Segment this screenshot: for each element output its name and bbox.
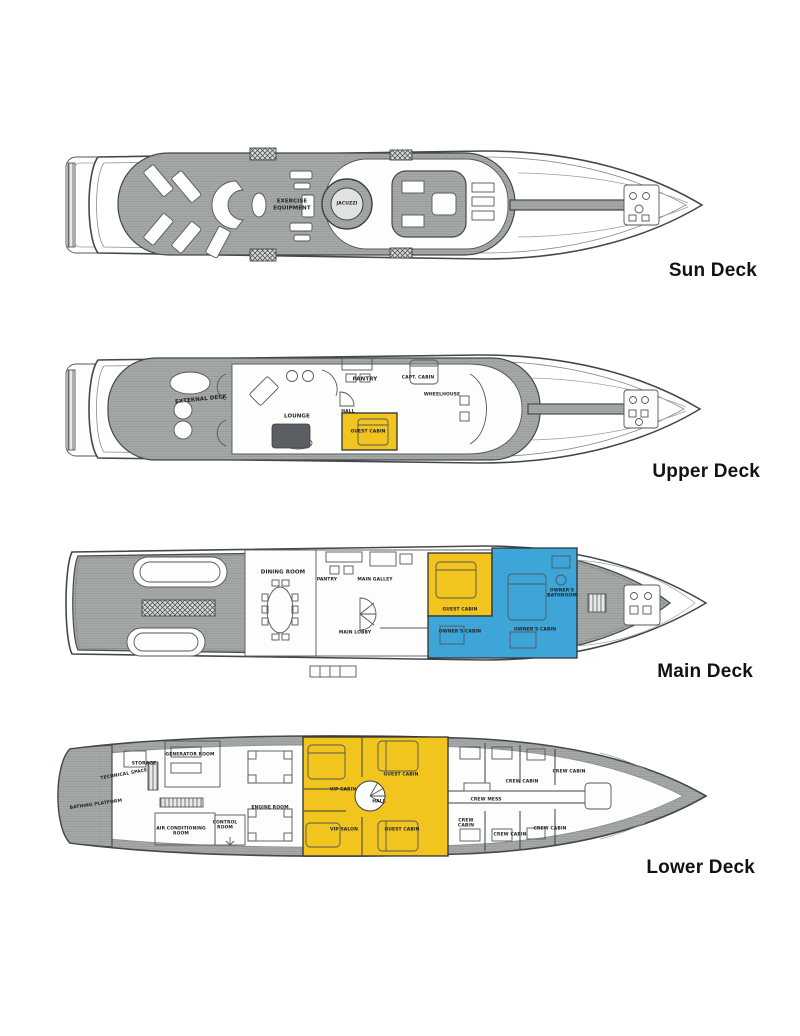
deck-title-upper: Upper Deck [652, 461, 760, 482]
deck-title-main: Main Deck [657, 661, 753, 682]
aft-stairs-hatch [141, 599, 216, 617]
lower-deck-plan [57, 735, 708, 857]
main-deck-plan [65, 545, 708, 678]
foredeck [509, 172, 689, 238]
anchor-windlass [623, 184, 660, 226]
spiral-staircase [354, 780, 386, 812]
deck-upper: EXTERNAL DECK LOUNGE PANTRY HALL GUEST C… [0, 348, 800, 472]
captain-cabin [409, 359, 439, 385]
deck-title-lower: Lower Deck [646, 857, 755, 878]
spiral-staircase [359, 597, 377, 631]
sun-deck-plan [65, 147, 704, 262]
foredeck [576, 559, 696, 647]
tender-boat [132, 556, 228, 588]
crew-area [448, 743, 685, 851]
external-deck-furniture [169, 371, 227, 447]
deck-sun: EXERCISE EQUIPMENT JACUZZI [0, 143, 800, 271]
sun-loungers [143, 164, 231, 259]
bathing-platform [57, 744, 113, 848]
pantry-counters [339, 357, 373, 407]
guest-cabin-furniture [435, 561, 477, 599]
deck-lower: BATHING PLATFORM TECHNICAL SPACE STORAGE… [0, 733, 800, 863]
engine-blocks [247, 750, 293, 842]
owners-cabin-furniture [439, 555, 571, 649]
curved-bench [211, 180, 267, 230]
guest-cabin-highlight [341, 412, 398, 451]
stair-hatches [249, 147, 413, 262]
anchor-windlass [623, 584, 661, 626]
jacuzzi [321, 178, 373, 230]
vip-guest-furniture [303, 737, 419, 856]
deck-title-sun: Sun Deck [668, 260, 757, 281]
wheelhouse-console [459, 373, 487, 445]
guest-cabin-furniture [357, 418, 389, 446]
anchor-windlass [623, 389, 659, 429]
owners-suite-highlight [427, 547, 578, 659]
boarding-ladder [309, 665, 357, 678]
galley-counters [325, 551, 413, 575]
guest-cabin-highlight [427, 552, 493, 617]
upper-deck-plan [65, 354, 702, 464]
foredeck [527, 377, 687, 441]
lounge-furniture [249, 369, 338, 450]
tender-boat-2 [126, 627, 206, 657]
sky-cabin [391, 170, 495, 238]
deck-main: DINING ROOM PANTRY MAIN GALLEY MAIN LOBB… [0, 540, 800, 682]
interior-walls [315, 550, 428, 656]
dining-room-furniture [261, 579, 299, 641]
machinery-spaces [123, 740, 293, 846]
exercise-equipment-icons [289, 170, 315, 242]
